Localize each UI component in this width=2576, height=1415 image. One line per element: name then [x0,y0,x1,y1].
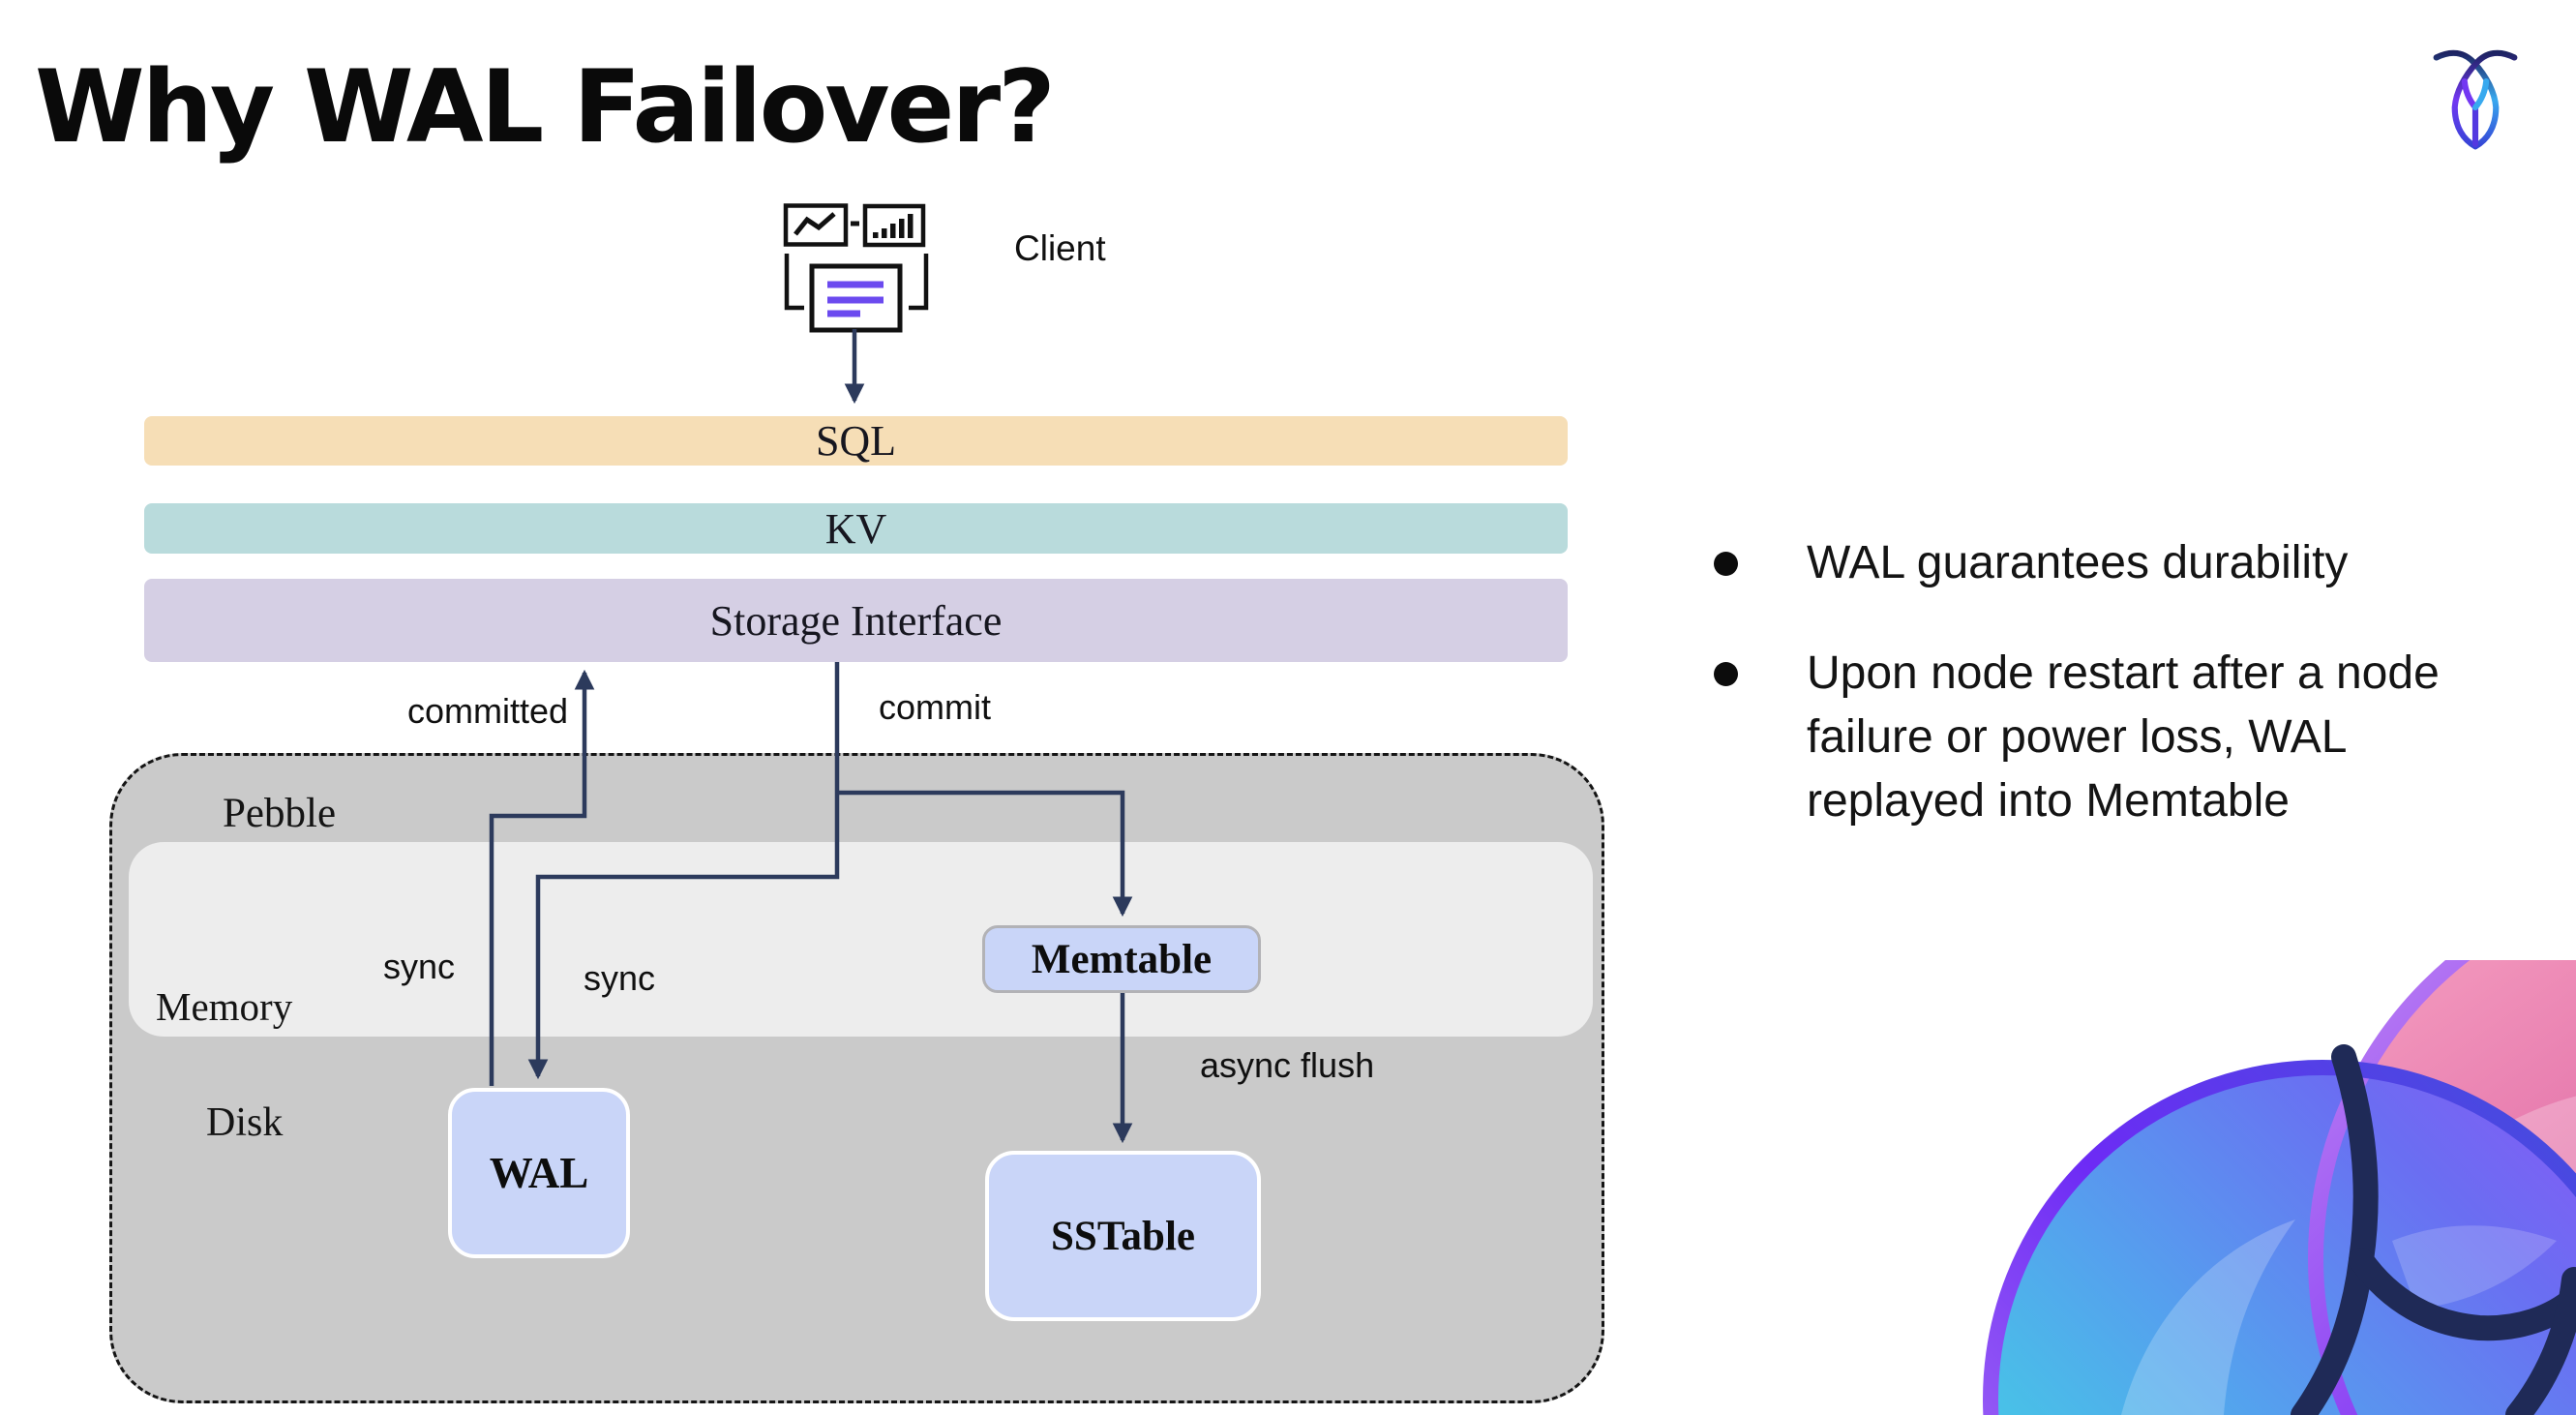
memory-zone [129,842,1593,1037]
wal-node-label: WAL [489,1149,589,1197]
bullet-dot-icon [1714,552,1738,576]
commit-edge-label: commit [879,687,991,727]
committed-edge-label: committed [407,691,569,731]
async-flush-edge-label: async flush [1200,1045,1375,1085]
memtable-node-label: Memtable [1031,936,1213,982]
pebble-label: Pebble [223,791,337,836]
disk-zone-label: Disk [206,1100,284,1145]
sstable-node-label: SSTable [1050,1213,1195,1259]
sstable-node: SSTable [985,1151,1261,1321]
memtable-node: Memtable [982,925,1261,993]
wal-node: WAL [448,1088,630,1258]
list-item: WAL guarantees durability [1689,531,2465,595]
bracket-left-icon [784,254,804,311]
document-icon [809,263,903,333]
bullet-list: WAL guarantees durability Upon node rest… [1689,531,2492,880]
cockroach-spheres-artwork-icon [1983,960,2576,1415]
bullet-text: WAL guarantees durability [1807,537,2349,588]
bar-chart-icon [862,203,926,248]
list-item: Upon node restart after a node failure o… [1689,642,2465,833]
layer-storage-interface: Storage Interface [144,579,1568,662]
layer-storage-label: Storage Interface [709,596,1003,645]
client-dashboard-icon [783,203,929,333]
memory-zone-label: Memory [156,984,293,1029]
page-title: Why WAL Failover? [35,49,1056,166]
layer-sql-label: SQL [815,417,897,465]
bracket-right-icon [909,254,929,311]
bullet-dot-icon [1714,662,1738,686]
layer-kv-label: KV [824,504,887,553]
sync-left-edge-label: sync [383,947,456,986]
bullet-text: Upon node restart after a node failure o… [1807,647,2440,827]
line-chart-icon [783,203,849,247]
layer-kv: KV [144,503,1568,554]
sync-right-edge-label: sync [584,958,656,998]
cockroach-labs-logo-icon [2433,49,2518,150]
client-label: Client [1014,228,1106,268]
layer-sql: SQL [144,416,1568,466]
